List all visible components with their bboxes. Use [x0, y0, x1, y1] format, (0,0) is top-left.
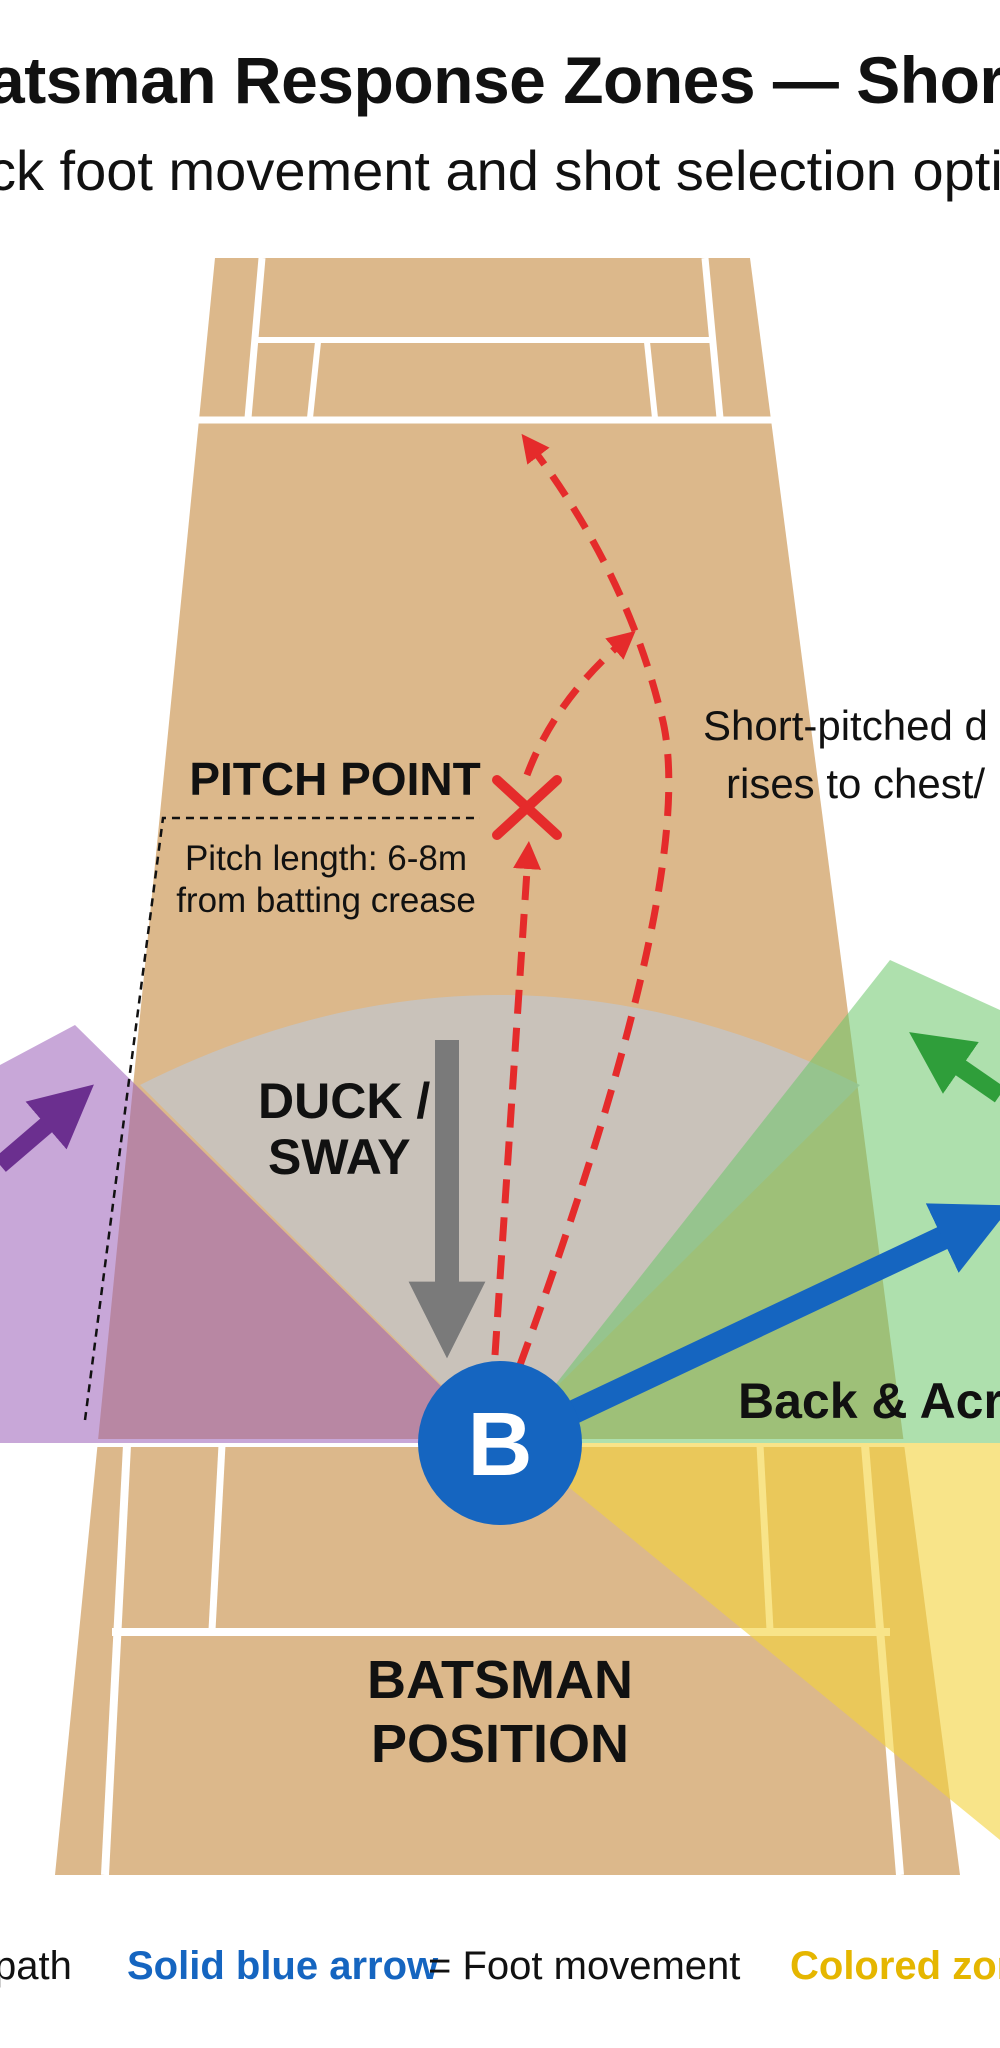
green-zone	[555, 960, 1000, 1443]
pitch-length-bracket	[83, 816, 480, 1421]
ball-path-rise	[523, 630, 636, 777]
yellow-zone	[560, 1443, 1000, 1840]
short-pitched-line1: Short-pitched d	[703, 702, 988, 749]
short-pitched-line2: rises to chest/	[726, 760, 985, 807]
batsman-position-line2: POSITION	[371, 1714, 629, 1774]
back-across-label: Back & Acr	[738, 1373, 1000, 1429]
duck-sway-line2: SWAY	[268, 1129, 411, 1185]
batsman-marker	[418, 1361, 582, 1525]
legend-blue-key: Solid blue arrow	[127, 1944, 439, 1988]
legend-yellow-key: Colored zon	[790, 1944, 1000, 1988]
ball-path	[491, 433, 673, 1367]
far-crease-lines	[195, 257, 775, 424]
ball-path-arc	[516, 433, 673, 1367]
pitch-diagram: B PITCH POINT Pitch length: 6-8m from ba…	[0, 257, 1000, 1876]
diagram-subtitle: ck foot movement and shot selection opti…	[0, 139, 1000, 202]
duck-sway-zone	[140, 995, 860, 1443]
green-arrow-icon	[909, 1032, 1000, 1103]
pitch-length-line2: from batting crease	[176, 881, 476, 920]
pitch-point-cross-icon	[492, 775, 562, 840]
purple-zone	[0, 1025, 445, 1443]
legend-ball-path: path	[0, 1944, 72, 1988]
purple-arrow-icon	[0, 1084, 94, 1172]
ball-path-straight	[491, 841, 542, 1356]
legend: path Solid blue arrow = Foot movement Co…	[0, 1910, 1000, 2000]
pitch-point-label: PITCH POINT	[189, 753, 480, 805]
batsman-marker-label: B	[468, 1395, 533, 1495]
batsman-position-line1: BATSMAN	[367, 1650, 633, 1710]
diagram-title: atsman Response Zones — Short	[0, 43, 1000, 117]
legend-blue-desc: = Foot movement	[428, 1944, 741, 1988]
duck-sway-line1: DUCK /	[258, 1073, 430, 1129]
pitch-length-line1: Pitch length: 6-8m	[185, 839, 467, 878]
foot-movement-arrow-icon	[519, 1203, 1000, 1446]
header: atsman Response Zones — Short ck foot mo…	[0, 0, 1000, 240]
